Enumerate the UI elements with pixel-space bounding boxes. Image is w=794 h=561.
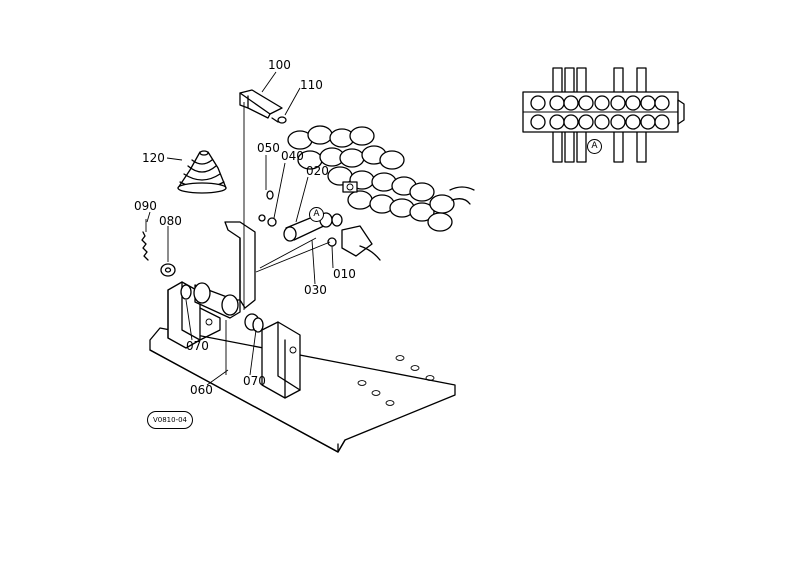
plate-holes: [357, 355, 435, 406]
callout-080: 080: [159, 214, 182, 228]
marker-a-inset: A: [587, 139, 602, 154]
marker-a-main: A: [309, 207, 324, 222]
callout-060: 060: [190, 383, 213, 397]
collar-parts: [180, 284, 264, 333]
washer-spring: [141, 219, 176, 277]
left-bracket: [167, 281, 221, 349]
callout-120: 120: [142, 151, 165, 165]
right-bracket: [261, 321, 301, 399]
leader-lines: [146, 71, 334, 386]
control-valve: [255, 125, 475, 273]
valve-cylinders: [287, 125, 455, 232]
callout-010: 010: [333, 267, 356, 281]
callout-070-right: 070: [243, 374, 266, 388]
callout-070-left: 070: [186, 339, 209, 353]
inset-circles: [530, 95, 670, 130]
callout-040: 040: [281, 149, 304, 163]
callout-110: 110: [300, 78, 323, 92]
pedal-lever: [193, 221, 256, 319]
callout-050: 050: [257, 141, 280, 155]
callout-090: 090: [134, 199, 157, 213]
callout-030: 030: [304, 283, 327, 297]
inset-view: [522, 67, 685, 163]
callout-100: 100: [268, 58, 291, 72]
rubber-boot: [177, 150, 227, 194]
pedal-pad: [239, 89, 287, 310]
callout-020: 020: [306, 164, 329, 178]
drawing-code-badge: V0810-04: [147, 411, 193, 429]
